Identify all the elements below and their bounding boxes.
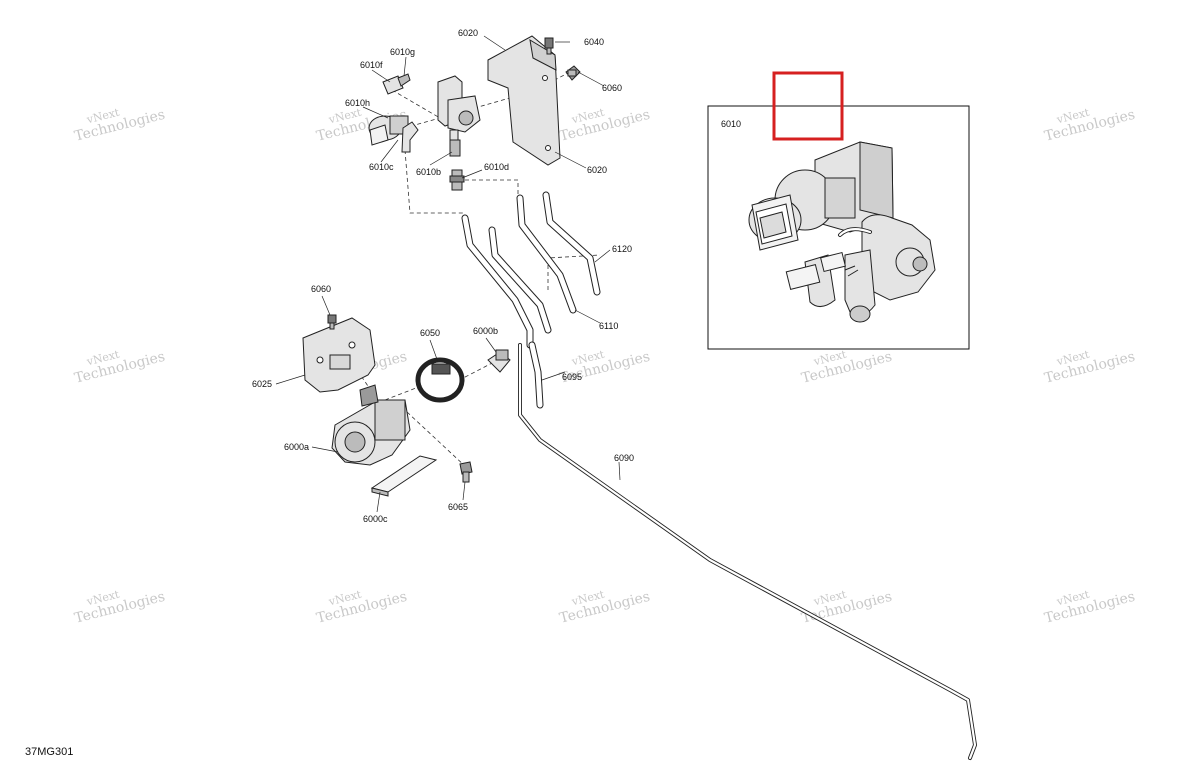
hose-6120 [516, 191, 601, 314]
watermark: vNext Technologies [558, 106, 652, 145]
highlight-box [772, 71, 844, 141]
valve-6010 [437, 75, 481, 151]
fitting-6010b [449, 139, 461, 157]
leader-lines [275, 35, 621, 513]
callout-6020-bottom: 6020 [587, 165, 607, 175]
callout-6110: 6110 [599, 321, 618, 331]
callout-6060-top: 6060 [602, 83, 622, 93]
callout-6090: 6090 [614, 453, 634, 463]
bracket-6025 [302, 317, 376, 393]
watermark: vNext Technologies [1043, 106, 1137, 145]
screw-6060-mid [327, 314, 337, 330]
bracket-6020 [487, 35, 561, 166]
callout-6020-top: 6020 [458, 28, 478, 38]
watermark: vNext Technologies [800, 588, 894, 627]
detail-view-6010: 6010 [707, 105, 970, 350]
callout-6010c: 6010c [369, 162, 394, 172]
fitting-6000b [487, 349, 511, 373]
watermark: vNext Technologies [315, 588, 409, 627]
diagram-code: 37MG301 [25, 746, 73, 758]
elbow-6010h [401, 121, 419, 153]
tube-6090 [518, 343, 977, 760]
hose-6110 [461, 214, 552, 349]
screw-6060-top [565, 65, 581, 81]
callout-6050: 6050 [420, 328, 440, 338]
callout-labels: 6020 6040 6010g 6010f 6060 6010h 6010c 6… [252, 28, 634, 524]
watermark: vNext Technologies [1043, 588, 1137, 627]
callout-6010g: 6010g [390, 47, 415, 57]
callout-6010b: 6010b [416, 167, 441, 177]
callout-6040: 6040 [584, 37, 604, 47]
fitting-6010d [449, 169, 465, 191]
screw-6065 [459, 461, 473, 483]
watermark: vNext Technologies [73, 348, 167, 387]
callout-6120: 6120 [612, 244, 632, 254]
watermark: vNext Technologies [73, 106, 167, 145]
callout-6065: 6065 [448, 502, 468, 512]
watermark: vNext Technologies [558, 588, 652, 627]
fitting-6010f [382, 73, 411, 95]
clamp-6050 [415, 357, 465, 403]
detail-label: 6010 [721, 119, 741, 129]
callout-6000b: 6000b [473, 326, 498, 336]
watermark: vNext Technologies [73, 588, 167, 627]
watermark: vNext Technologies [1043, 348, 1137, 387]
callout-6010f: 6010f [360, 60, 383, 70]
callout-6095: 6095 [562, 372, 582, 382]
valve-assembly-illustration [748, 141, 936, 323]
callout-6010h: 6010h [345, 98, 370, 108]
hose-6095 [528, 341, 544, 409]
pad-6000c [370, 455, 438, 497]
callout-6025: 6025 [252, 379, 272, 389]
callout-6000c: 6000c [363, 514, 388, 524]
callout-6000a: 6000a [284, 442, 309, 452]
callout-6010d: 6010d [484, 162, 509, 172]
pump-6000a [331, 384, 411, 466]
screw-6040 [544, 37, 554, 55]
callout-6060-mid: 6060 [311, 284, 331, 294]
